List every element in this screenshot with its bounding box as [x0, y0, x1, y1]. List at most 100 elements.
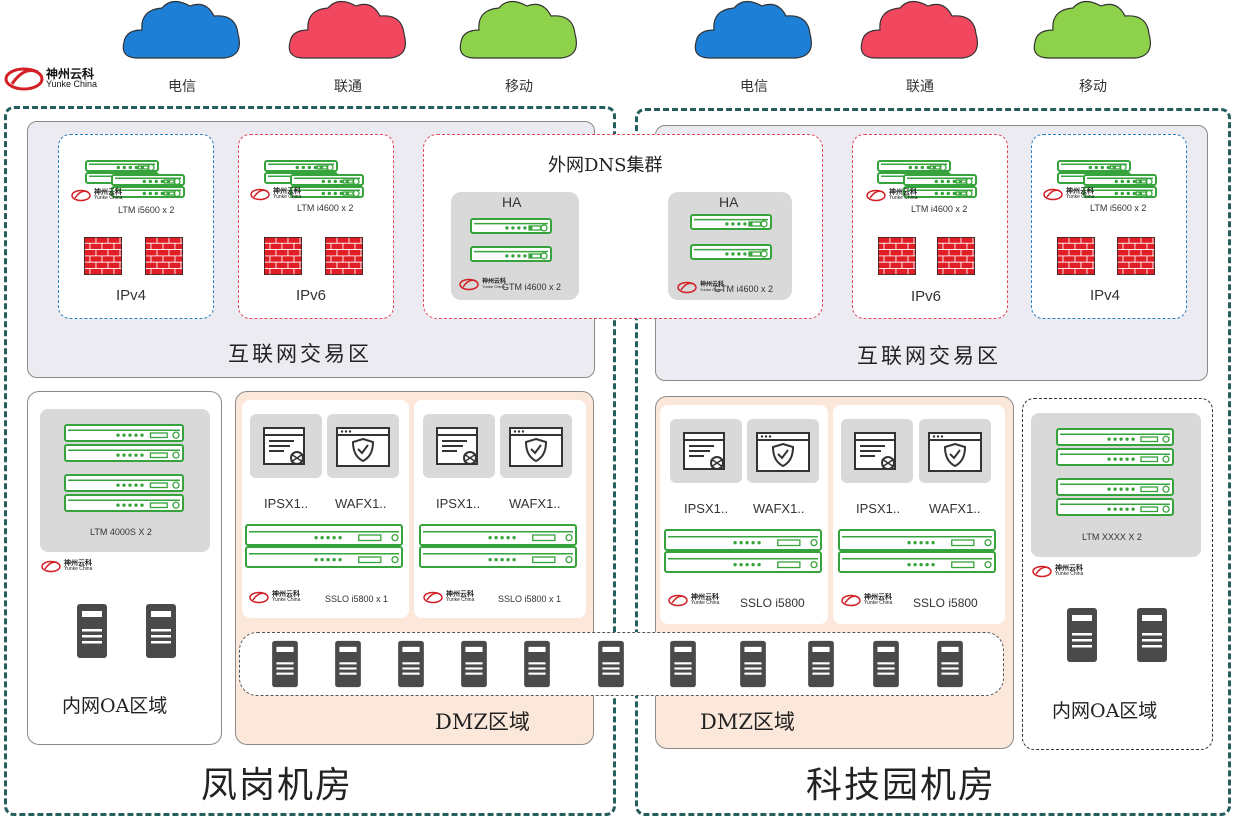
firewall-icon	[263, 236, 303, 276]
strip-server-10	[871, 640, 901, 692]
strip-server-7	[668, 640, 698, 692]
oa-left-rack-3	[64, 474, 184, 496]
site-left-frame	[4, 106, 616, 816]
firewall-icon	[877, 236, 917, 276]
waf-shield-icon	[919, 419, 991, 483]
oa-server-1	[76, 603, 108, 663]
sslo-rack-4	[419, 546, 577, 572]
oa-left-rack-2	[64, 444, 184, 466]
strip-server-1	[270, 640, 300, 692]
dmz-right-title: DMZ区域	[700, 710, 795, 734]
server-icon	[937, 640, 963, 688]
firewall-7	[1056, 236, 1096, 279]
cloud-1	[120, 0, 244, 70]
server-icon	[335, 640, 361, 688]
dmz-ips-1	[250, 414, 322, 482]
firewall-icon	[83, 236, 123, 276]
brand-logo: 神州云科 Yunke China	[4, 64, 97, 92]
gtm-rack-2	[470, 246, 552, 266]
site-right-title: 科技园机房	[806, 765, 997, 806]
cloud-4	[692, 0, 816, 70]
oa-right-rack-1	[1056, 428, 1174, 450]
strip-server-8	[738, 640, 768, 692]
right-ipv4-device-label: LTM i5600 x 2	[1090, 203, 1147, 213]
sslo-rack-2	[245, 546, 403, 572]
dmz-ips-4	[841, 419, 913, 487]
dmz-left2-waf-label: WAFX1..	[509, 496, 561, 511]
gtm-rack-4	[690, 244, 772, 264]
dmz-right1-waf-label: WAFX1..	[753, 501, 805, 516]
sslo-rack-7	[838, 529, 996, 555]
cloud-icon	[1033, 0, 1151, 59]
ips-icon	[670, 419, 742, 483]
ips-icon	[250, 414, 322, 478]
cloud-icon	[459, 0, 577, 59]
ips-icon	[423, 414, 495, 478]
dmz-right1-sslo-label: SSLO i5800	[740, 596, 805, 610]
ltm-stack-right-ipv4	[1057, 157, 1161, 199]
firewall-icon	[144, 236, 184, 276]
server-icon	[873, 640, 899, 688]
oa-left-rack-4	[64, 494, 184, 516]
cloud-label-1: 电信	[168, 79, 196, 95]
dmz-right2-sslo-label: SSLO i5800	[913, 596, 978, 610]
brand-name-en: Yunke China	[46, 78, 98, 89]
left-ipv6-label: IPv6	[296, 287, 327, 304]
waf-shield-icon	[327, 414, 399, 478]
brand-swirl-icon	[4, 67, 44, 91]
cloud-label-5: 联通	[906, 79, 934, 95]
dmz-left2-ips-label: IPSX1..	[436, 496, 481, 511]
server-icon	[461, 640, 487, 688]
right-ipv4-label: IPv4	[1090, 287, 1121, 304]
sslo-rack-1	[245, 524, 403, 550]
strip-server-5	[522, 640, 552, 692]
firewall-icon	[1116, 236, 1156, 276]
dmz-right1-ips-label: IPSX1..	[684, 501, 729, 516]
firewall-3	[263, 236, 303, 279]
sslo-rack-8	[838, 551, 996, 577]
gtm-rack-3	[690, 214, 772, 234]
strip-server-11	[935, 640, 965, 692]
firewall-4	[324, 236, 364, 279]
cloud-icon	[288, 0, 406, 59]
dmz-right2-ips-label: IPSX1..	[856, 501, 901, 516]
cloud-icon	[122, 0, 240, 59]
gtm-right-label: GTM i4600 x 2	[714, 284, 774, 294]
firewall-1	[83, 236, 123, 279]
server-icon	[740, 640, 766, 688]
server-icon	[146, 604, 176, 658]
oa-server-4	[1136, 607, 1168, 667]
gtm-left-label: GTM i4600 x 2	[502, 282, 562, 292]
server-icon	[598, 640, 624, 688]
server-icon	[398, 640, 424, 688]
left-ipv4-device-label: LTM i5600 x 2	[118, 205, 175, 215]
strip-server-2	[333, 640, 363, 692]
server-icon	[77, 604, 107, 658]
cloud-icon	[694, 0, 812, 59]
cloud-label-2: 联通	[334, 79, 362, 95]
ltm-stack-left-ipv4	[85, 157, 189, 199]
left-ipv6-device-label: LTM i4600 x 2	[297, 203, 354, 213]
waf-shield-icon	[500, 414, 572, 478]
dmz-ips-3	[670, 419, 742, 487]
dns-ha-left-label: HA	[502, 194, 522, 210]
firewall-8	[1116, 236, 1156, 279]
cloud-5	[858, 0, 982, 70]
strip-server-9	[806, 640, 836, 692]
ips-icon	[841, 419, 913, 483]
server-icon	[670, 640, 696, 688]
strip-server-3	[396, 640, 426, 692]
site-left-title: 凤岗机房	[201, 765, 354, 806]
oa-right-rack-4	[1056, 498, 1174, 520]
dns-ha-right-label: HA	[719, 194, 739, 210]
strip-server-4	[459, 640, 489, 692]
dmz-left2-sslo-label: SSLO i5800 x 1	[498, 594, 562, 604]
server-icon	[1067, 608, 1097, 662]
dmz-right2-waf-label: WAFX1..	[929, 501, 981, 516]
